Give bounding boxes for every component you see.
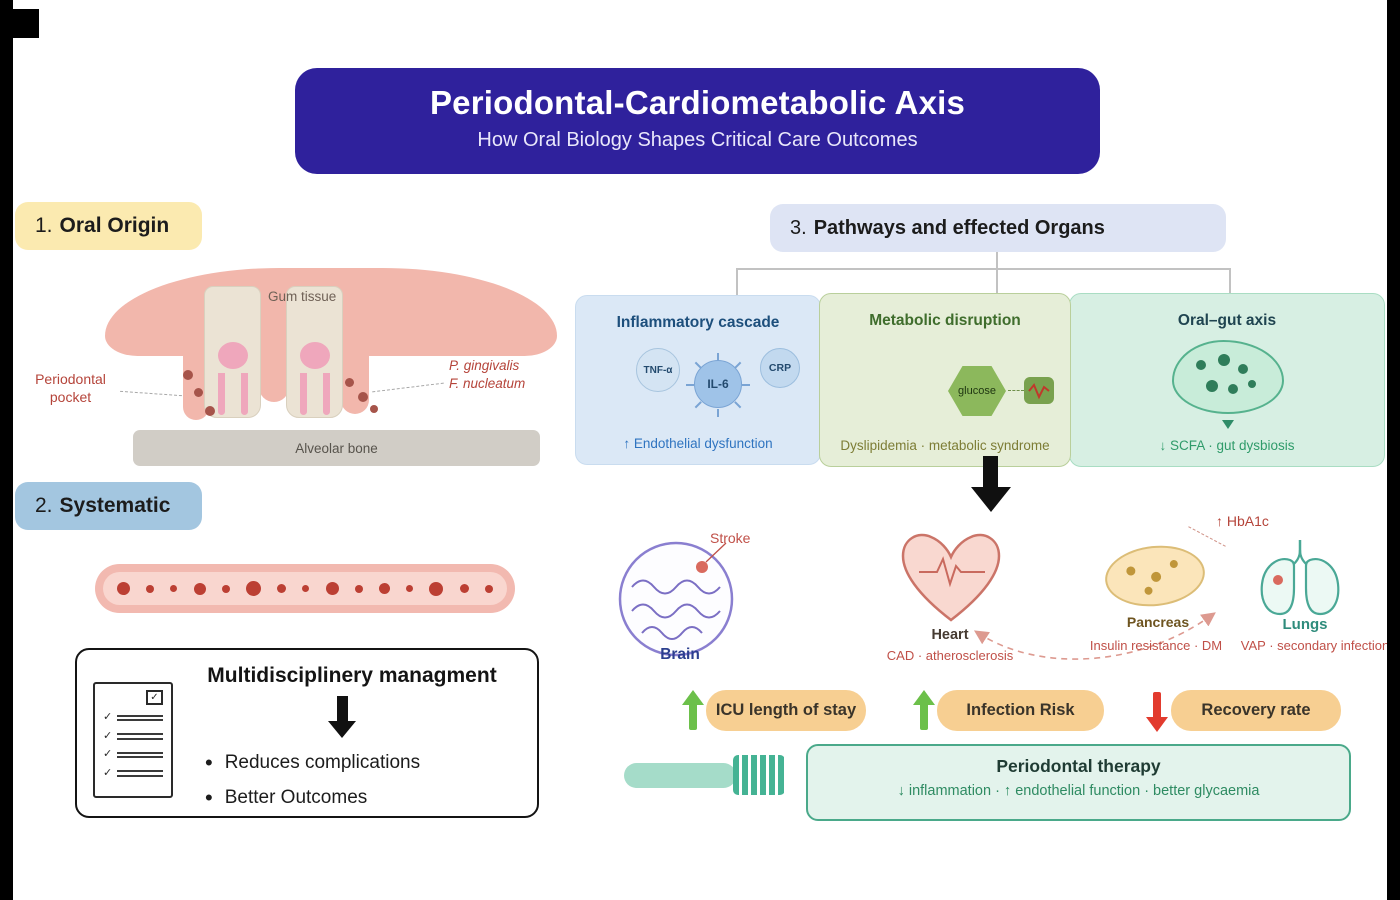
crp-node: CRP: [760, 348, 800, 388]
management-bullets: Reduces complications Better Outcomes: [205, 750, 420, 820]
up-arrow-icon: [682, 690, 704, 732]
pathways-connector: [996, 268, 998, 296]
brain-icon: [616, 537, 738, 661]
bacteria-dot: [358, 392, 368, 402]
management-title: Multidisciplinery managment: [207, 664, 497, 687]
gut-icon: [1172, 340, 1284, 414]
stroke-label: Stroke: [710, 530, 751, 546]
heart-pancreas-relation-arc: [950, 585, 1250, 670]
blood-vessel-icon: [95, 564, 515, 613]
bacteria-dot: [183, 370, 193, 380]
toothbrush-bristles: [733, 755, 785, 795]
outcome-badge-recovery: Recovery rate: [1171, 690, 1341, 731]
section-label-systematic: 2. Systematic: [15, 482, 202, 530]
therapy-box: Periodontal therapy ↓ inflammation · ↑ e…: [806, 744, 1351, 821]
big-down-arrow-icon: [983, 456, 998, 489]
insulin-receptor-icon: [1024, 377, 1054, 404]
lungs-label: Lungs: [1282, 616, 1328, 633]
bacteria-name-1: P. gingivalis: [449, 358, 520, 373]
bacteria-dot: [370, 405, 378, 413]
panel-title: Metabolic disruption: [869, 312, 1021, 329]
bullet-item: Reduces complications: [205, 750, 420, 776]
bacteria-name-2: F. nucleatum: [449, 376, 526, 392]
page-subtitle: How Oral Biology Shapes Critical Care Ou…: [477, 129, 918, 151]
pancreas-label: Pancreas: [1126, 614, 1190, 630]
down-arrow-icon: [337, 696, 348, 722]
tooth-root: [218, 373, 225, 415]
glucose-node: glucose: [948, 366, 1006, 416]
section-number: 1.: [35, 214, 53, 237]
vap-label: VAP · secondary infection: [1240, 638, 1390, 653]
section-label-oral-origin: 1. Oral Origin: [15, 202, 202, 250]
bacteria-label: P. gingivalis F. nucleatum: [449, 357, 559, 393]
checklist-icon: ✓ ✓ ✓ ✓ ✓: [93, 682, 173, 798]
pocket-callout-line: [120, 390, 182, 397]
panel-footer: ↓ SCFA · gut dysbiosis: [1159, 438, 1295, 453]
tooth-icon: [204, 286, 261, 418]
tooth-pulp: [300, 342, 330, 369]
panel-inflammatory-cascade: Inflammatory cascade TNF-α IL-6 CRP ↑ En…: [575, 295, 821, 465]
outcome-badge-infection: Infection Risk: [937, 690, 1104, 731]
bacteria-callout-line: [372, 382, 444, 393]
down-arrow-icon: [1146, 690, 1168, 732]
up-arrow-icon: [913, 690, 935, 732]
brain-label: Brain: [660, 646, 700, 663]
bacteria-dot: [345, 378, 354, 387]
cad-label: CAD · atherosclerosis: [886, 648, 1014, 663]
gum-pocket-shape: [341, 340, 369, 414]
section-title: Systematic: [59, 494, 171, 517]
section-number: 3.: [790, 216, 807, 239]
il6-node: IL-6: [686, 353, 750, 417]
section-title: Pathways and effected Organs: [813, 216, 1105, 239]
bullet-item: Better Outcomes: [205, 785, 420, 811]
therapy-title: Periodontal therapy: [996, 756, 1161, 776]
bacteria-dot: [194, 388, 203, 397]
bacteria-dot: [205, 406, 215, 416]
tnf-node: TNF-α: [636, 348, 680, 392]
gum-tissue-label: Gum tissue: [268, 289, 337, 304]
panel-footer: ↑ Endothelial dysfunction: [623, 436, 773, 451]
hba1c-callout-line: [1188, 526, 1226, 547]
panel-oral-gut-axis: Oral–gut axis ↓ SCFA · gut dysbiosis: [1069, 293, 1385, 467]
tooth-root: [300, 373, 307, 415]
lungs-icon: [1252, 536, 1348, 620]
big-down-arrow-icon: [971, 487, 1011, 512]
left-letterbox-bar: [0, 0, 13, 900]
gum-papilla-shape: [259, 340, 289, 402]
tooth-root: [241, 373, 248, 415]
heart-label: Heart: [931, 627, 969, 643]
panel-metabolic-disruption: Metabolic disruption glucose Dyslipidemi…: [819, 293, 1071, 467]
insulin-resistance-label: Insulin resistance · DM: [1089, 638, 1223, 653]
tooth-root: [323, 373, 330, 415]
corner-black-block: [10, 9, 39, 38]
management-box: Multidisciplinery managment ✓ ✓ ✓ ✓ ✓ Re…: [75, 648, 539, 818]
tooth-icon: [286, 286, 343, 418]
pathways-connector: [736, 268, 1230, 270]
heart-icon: [895, 526, 1007, 628]
blood-vessel-lumen: [103, 572, 507, 605]
section-title: Oral Origin: [59, 214, 170, 237]
therapy-subtitle: ↓ inflammation · ↑ endothelial function …: [897, 783, 1260, 799]
page-title: Periodontal-Cardiometabolic Axis: [429, 84, 966, 121]
title-banner: Periodontal-Cardiometabolic Axis How Ora…: [295, 68, 1100, 174]
alveolar-bone-bar: Alveolar bone: [133, 430, 540, 466]
panel-footer: Dyslipidemia · metabolic syndrome: [840, 438, 1050, 453]
alveolar-bone-label: Alveolar bone: [295, 440, 378, 456]
outcome-badge-icu: ICU length of stay: [706, 690, 866, 731]
periodontal-pocket-label: Periodontal pocket: [35, 371, 106, 405]
pathways-connector: [736, 268, 738, 296]
toothbrush-icon: [624, 763, 736, 788]
glucose-receptor-line: [1008, 390, 1024, 391]
tooth-pulp: [218, 342, 248, 369]
down-arrow-icon: [1222, 420, 1234, 429]
section-label-pathways: 3. Pathways and effected Organs: [770, 204, 1226, 252]
section-number: 2.: [35, 494, 53, 517]
hba1c-label: ↑ HbA1c: [1216, 513, 1269, 529]
panel-title: Inflammatory cascade: [616, 314, 780, 331]
pathways-connector: [1229, 268, 1231, 296]
down-arrow-icon: [328, 721, 356, 738]
panel-title: Oral–gut axis: [1177, 312, 1277, 329]
right-letterbox-bar: [1387, 0, 1400, 900]
pathways-connector: [996, 252, 998, 268]
